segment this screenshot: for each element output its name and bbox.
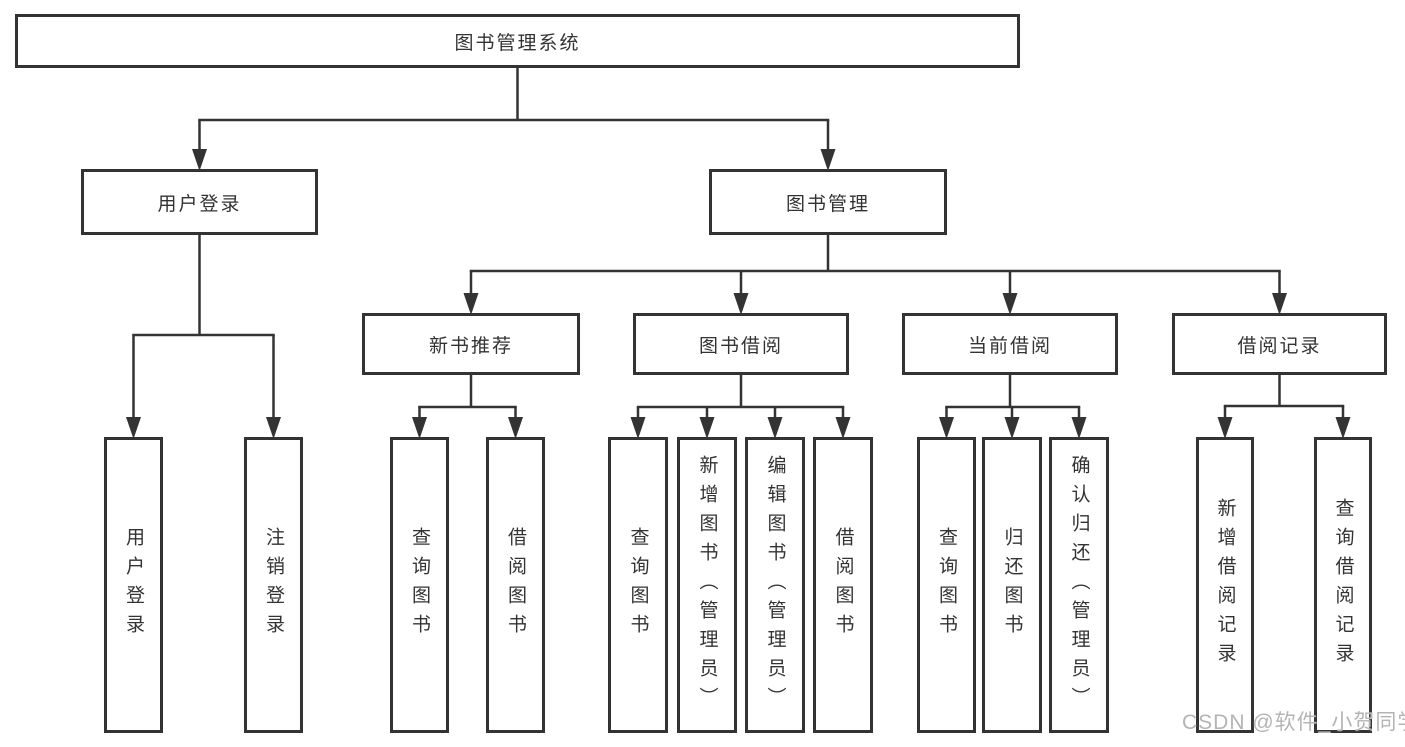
node-label-bb-borrow-books: 借阅图书	[832, 527, 854, 643]
node-label-book-mgmt: 图书管理	[785, 193, 870, 215]
node-borrow-records: 借阅记录	[1172, 313, 1387, 375]
arrowhead-icon	[1217, 417, 1233, 439]
node-label-bb-add-books: 新增图书（管理员）	[696, 454, 718, 716]
arrowhead-icon	[508, 417, 523, 439]
arrowhead-icon	[1002, 293, 1018, 315]
arrowhead-icon	[939, 417, 954, 439]
node-root: 图书管理系统	[15, 14, 1020, 68]
arrowhead-icon	[1272, 293, 1287, 315]
node-label-rec-borrow-books: 借阅图书	[505, 527, 526, 643]
node-cb-return-books: 归还图书	[982, 437, 1042, 733]
arrowhead-icon	[463, 293, 479, 315]
node-label-br-query-record: 查询借阅记录	[1332, 498, 1354, 672]
node-current-borrow: 当前借阅	[902, 313, 1118, 375]
node-label-cb-confirm-return: 确认归还（管理员）	[1068, 454, 1090, 716]
arrowhead-icon	[1004, 417, 1020, 439]
node-user-login: 用户登录	[81, 169, 318, 235]
node-br-query-record: 查询借阅记录	[1314, 437, 1372, 733]
arrowhead-icon	[412, 417, 427, 439]
node-label-borrow-records: 借阅记录	[1237, 335, 1322, 357]
node-label-bb-query-books: 查询图书	[627, 527, 649, 643]
arrowhead-icon	[733, 293, 749, 315]
node-new-book-rec: 新书推荐	[362, 313, 580, 375]
arrowhead-icon	[835, 417, 851, 439]
arrowhead-icon	[1071, 417, 1087, 439]
node-login: 用户登录	[104, 437, 163, 733]
arrowhead-icon	[126, 417, 141, 439]
node-br-add-record: 新增借阅记录	[1196, 437, 1254, 733]
node-rec-borrow-books: 借阅图书	[486, 437, 545, 733]
node-rec-query-books: 查询图书	[390, 437, 449, 733]
node-book-mgmt: 图书管理	[709, 169, 947, 235]
node-label-rec-query-books: 查询图书	[409, 527, 430, 643]
node-bb-query-books: 查询图书	[608, 437, 668, 733]
node-book-borrow: 图书借阅	[633, 313, 849, 375]
node-cb-query-books: 查询图书	[917, 437, 976, 733]
arrowhead-icon	[266, 417, 281, 439]
arrowhead-icon	[192, 149, 207, 171]
node-label-bb-edit-books: 编辑图书（管理员）	[764, 454, 786, 716]
arrowhead-icon	[1335, 417, 1351, 439]
arrowhead-icon	[630, 417, 646, 439]
node-bb-borrow-books: 借阅图书	[813, 437, 873, 733]
node-bb-edit-books: 编辑图书（管理员）	[745, 437, 805, 733]
node-label-root: 图书管理系统	[454, 32, 581, 54]
arrowhead-icon	[767, 417, 783, 439]
node-label-book-borrow: 图书借阅	[698, 335, 783, 357]
arrowhead-icon	[820, 149, 836, 171]
node-logout: 注销登录	[244, 437, 303, 733]
node-label-user-login: 用户登录	[157, 193, 242, 215]
node-label-logout: 注销登录	[263, 527, 284, 643]
node-cb-confirm-return: 确认归还（管理员）	[1049, 437, 1109, 733]
node-label-br-add-record: 新增借阅记录	[1214, 498, 1236, 672]
watermark: CSDN @软件_小贺同学	[1182, 711, 1405, 734]
node-label-current-borrow: 当前借阅	[967, 335, 1052, 357]
node-label-cb-return-books: 归还图书	[1001, 527, 1023, 643]
node-label-new-book-rec: 新书推荐	[428, 335, 513, 357]
arrowhead-icon	[699, 417, 715, 439]
node-bb-add-books: 新增图书（管理员）	[677, 437, 737, 733]
node-label-login: 用户登录	[123, 527, 144, 643]
node-label-cb-query-books: 查询图书	[936, 527, 957, 643]
